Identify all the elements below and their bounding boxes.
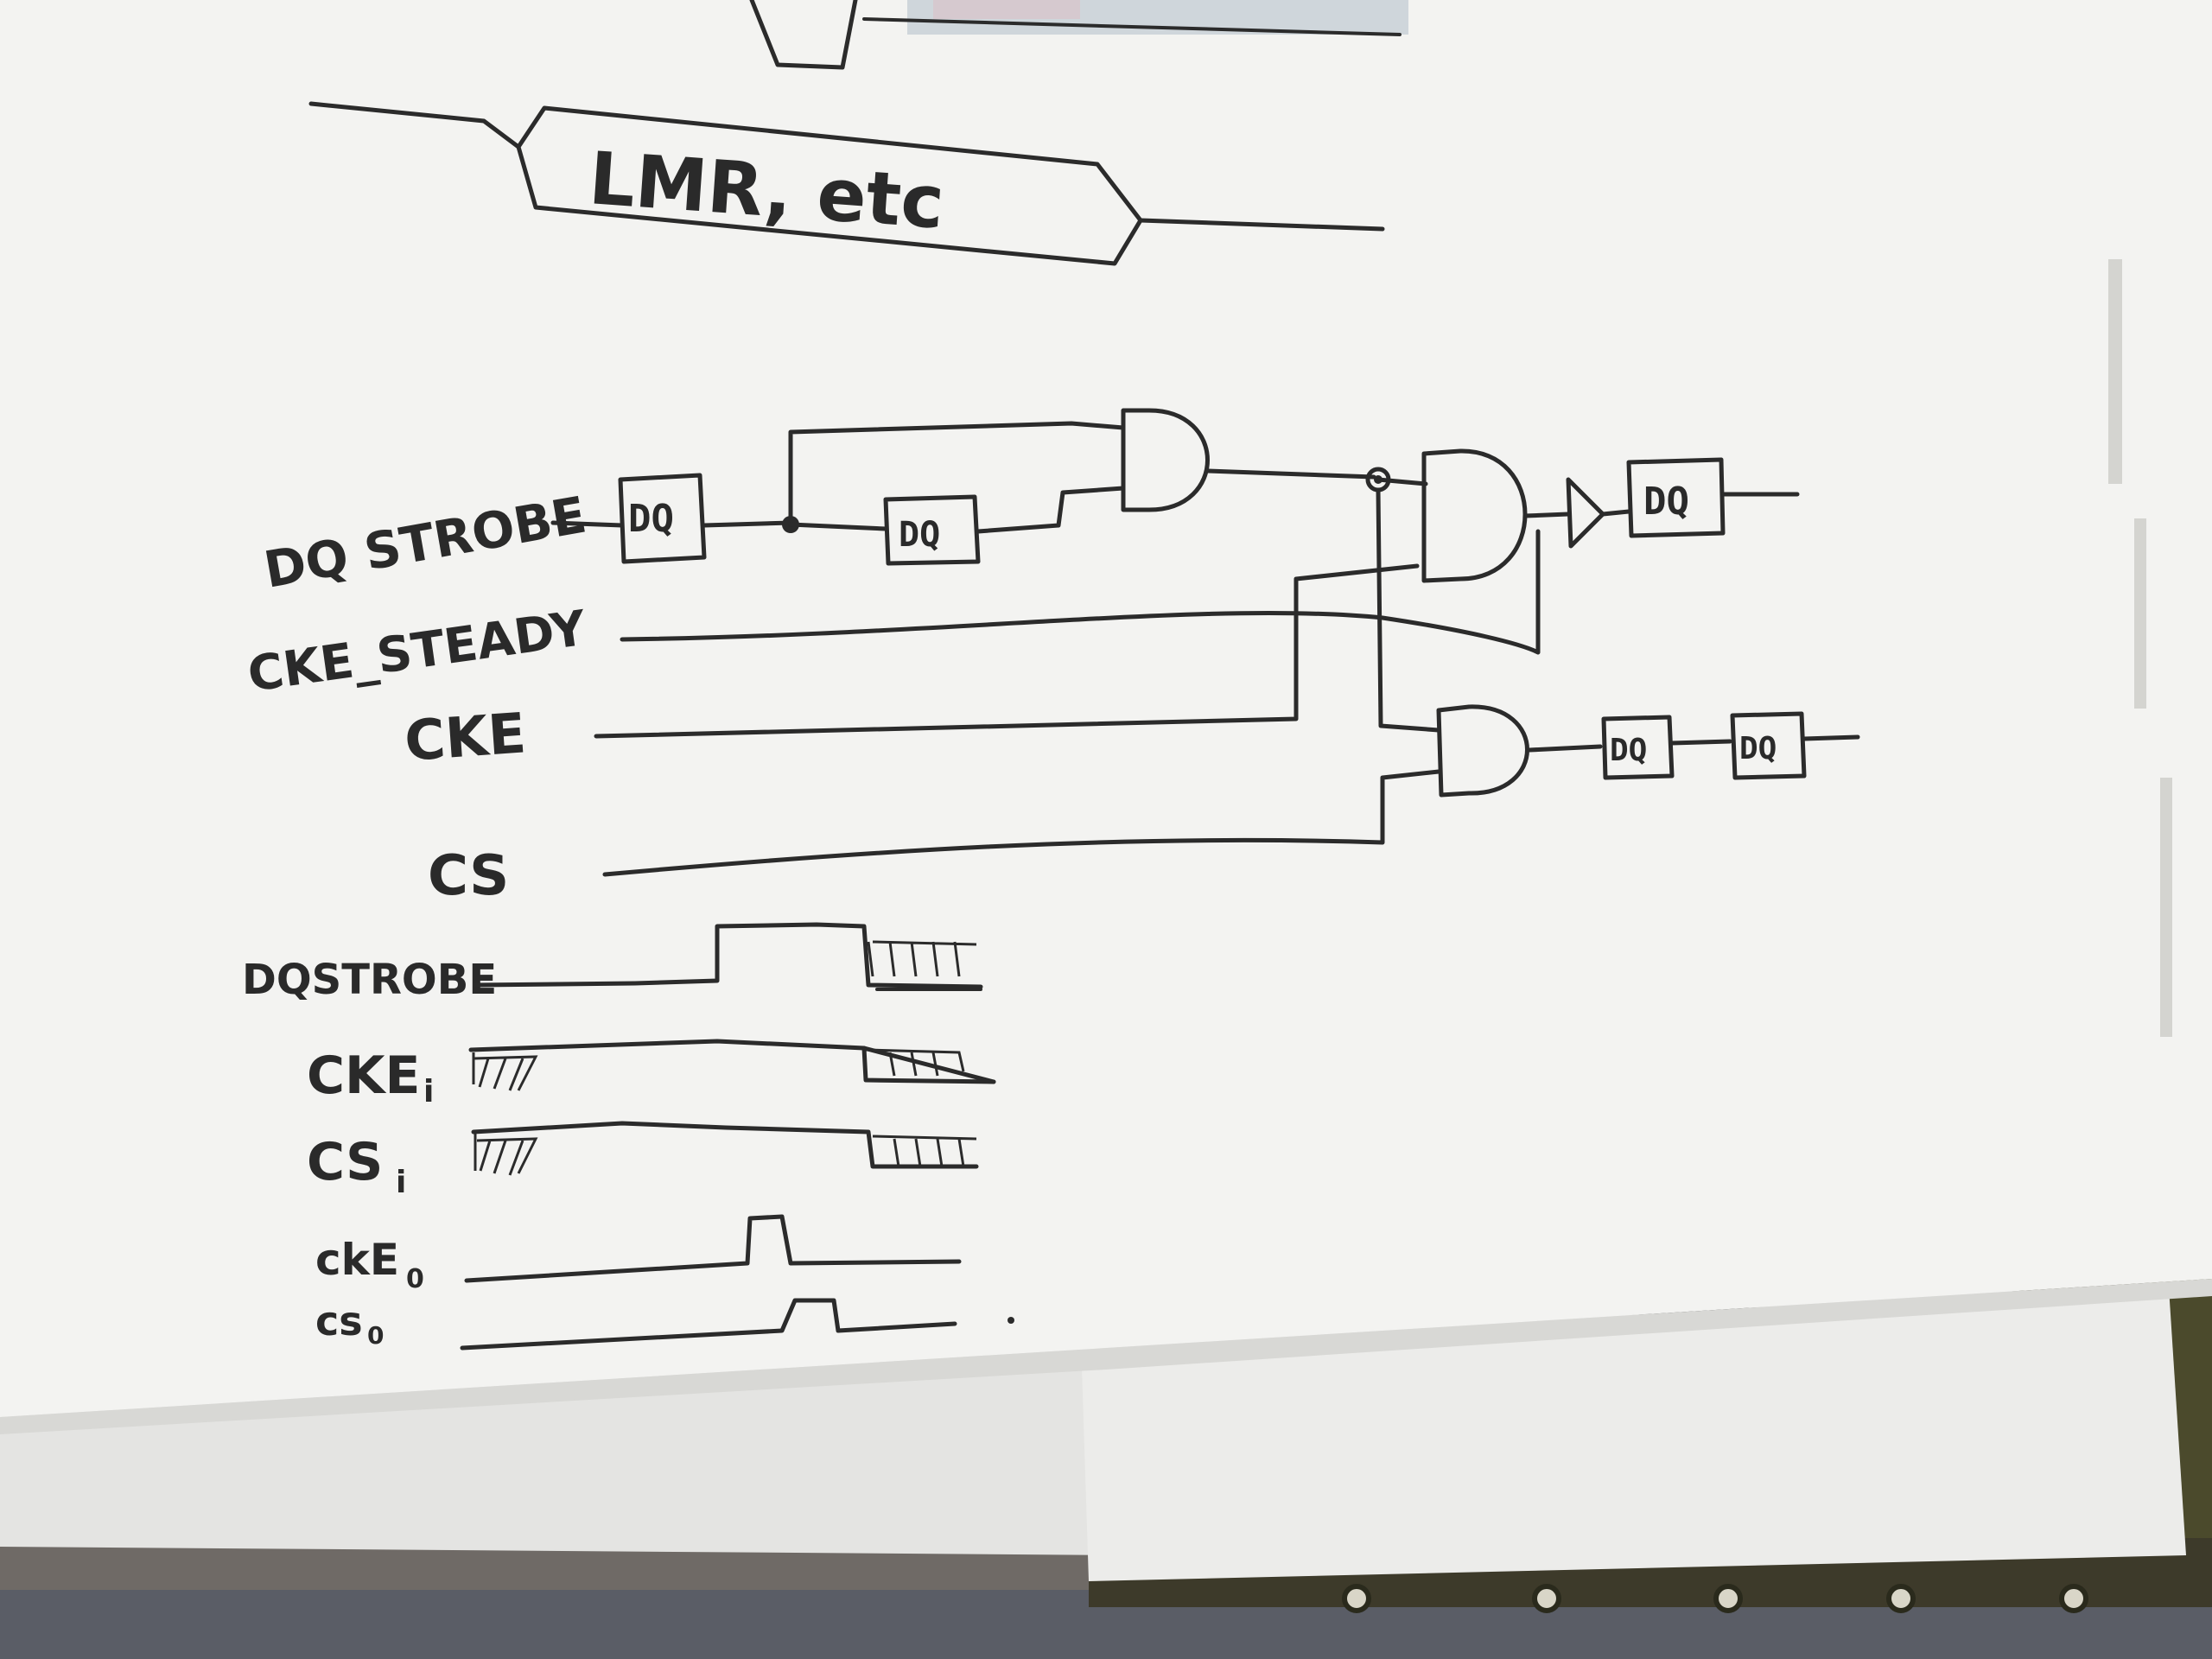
svg-text:DQ: DQ xyxy=(628,497,674,541)
and-gate-3 xyxy=(1436,704,1529,798)
cke-wire xyxy=(594,563,1420,739)
cke-label: CKE xyxy=(403,702,528,774)
main-paper-sheet xyxy=(0,0,2212,1417)
show-through-text xyxy=(2108,259,2172,1037)
flipflop-2: DQ xyxy=(883,494,981,566)
timing-cke-i-waveform xyxy=(468,1039,996,1091)
lower-paper-sheet-right xyxy=(1080,1287,2186,1581)
cs-wire xyxy=(602,769,1441,877)
timing-cs-o-waveform xyxy=(460,1298,1014,1351)
svg-text:DQ: DQ xyxy=(899,515,940,555)
flipflop-5: DQ xyxy=(1730,711,1807,780)
timing-cke-o-sub: 0 xyxy=(406,1264,424,1294)
cs-label: CS xyxy=(428,844,509,908)
svg-text:DQ: DQ xyxy=(1739,731,1777,766)
and-gate-1 xyxy=(1121,408,1210,512)
dqs-wire xyxy=(550,520,625,528)
svg-text:DQ: DQ xyxy=(1610,733,1647,768)
timing-cs-o-sub: 0 xyxy=(367,1321,384,1350)
timing-cke-i-sub: i xyxy=(423,1074,434,1109)
top-trapezoid xyxy=(749,0,858,70)
flipflop-3: DQ xyxy=(1626,457,1726,538)
timing-cs-o-label: cs xyxy=(315,1298,363,1344)
cke-steady-wire xyxy=(620,529,1541,655)
timing-cs-i-sub: i xyxy=(396,1165,406,1200)
flipflop-1: DQ xyxy=(618,473,707,564)
timing-dqs-waveform xyxy=(473,922,983,991)
flipflop-4: DQ xyxy=(1601,715,1675,780)
and-gate-2 xyxy=(1421,448,1528,583)
timing-cke-o-waveform xyxy=(464,1214,962,1283)
timing-cs-i-label: CS xyxy=(307,1132,383,1192)
timing-cke-i-label: CKE xyxy=(307,1046,421,1106)
timing-cs-i-waveform xyxy=(471,1121,979,1176)
timing-dqs-label: DQSTROBE xyxy=(242,956,497,1004)
buffer xyxy=(1566,477,1605,549)
timing-cke-o-label: ckE xyxy=(315,1235,399,1285)
svg-text:DQ: DQ xyxy=(1643,480,1689,524)
